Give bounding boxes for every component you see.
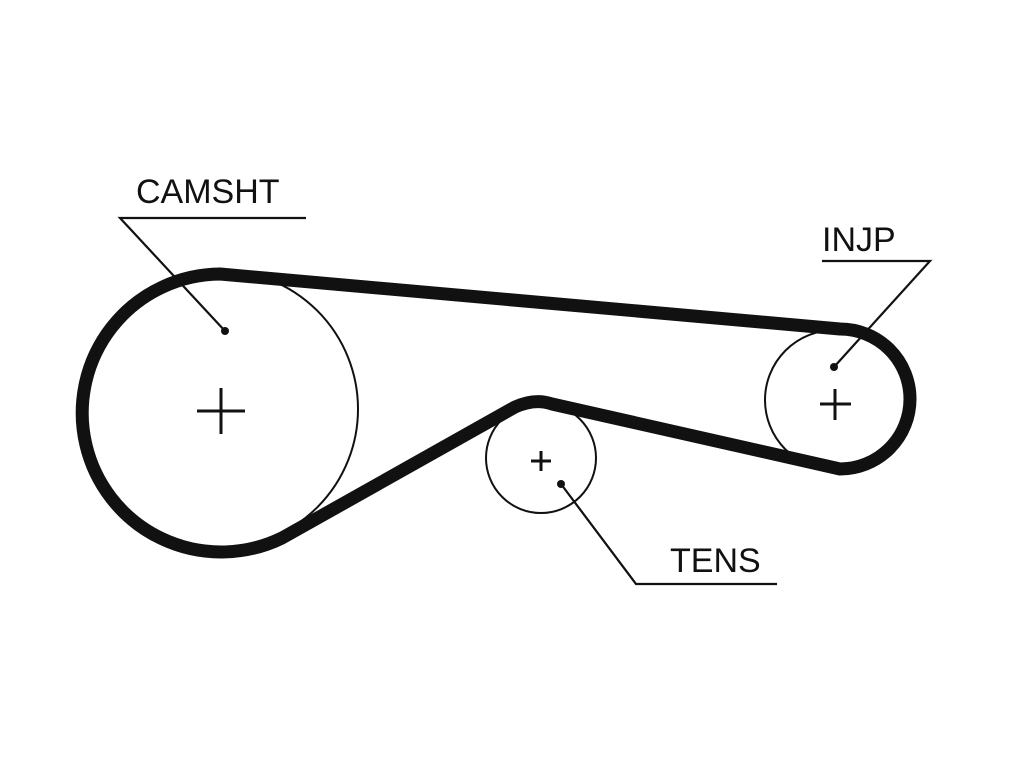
injection-pump-leader-dot (830, 363, 838, 371)
injection-pump-label: INJP (822, 221, 896, 259)
tensioner-leader-line (560, 483, 777, 586)
injection-pump-leader-line (822, 259, 933, 368)
camshaft-label: CAMSHT (136, 173, 280, 211)
camshaft-leader-dot (221, 327, 229, 335)
camshaft-leader-line (117, 216, 306, 332)
tensioner-label: TENS (670, 542, 761, 580)
timing-belt (75, 267, 917, 559)
tensioner-leader-dot (557, 480, 565, 488)
